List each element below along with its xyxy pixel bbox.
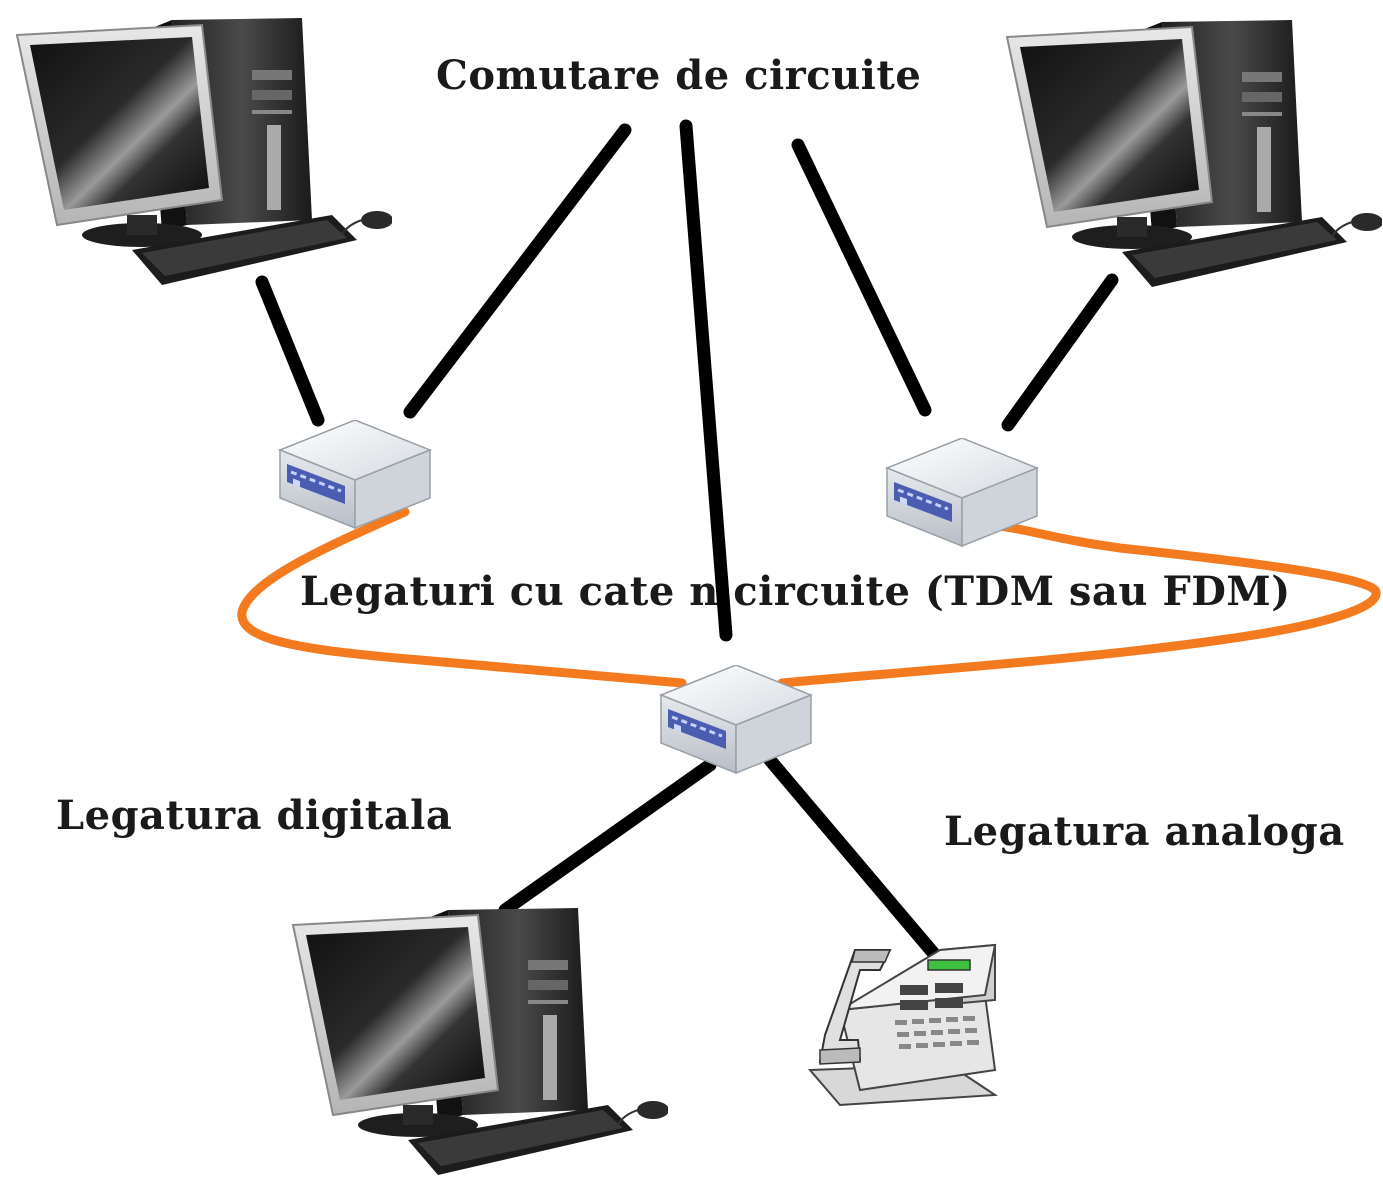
circuit-links-label: Legaturi cu cate n circuite (TDM sau FDM…: [300, 568, 1291, 615]
digital-link-label: Legatura digitala: [56, 792, 453, 839]
link-title-right: [791, 138, 932, 417]
link-switch-phone: [763, 753, 942, 962]
orange-circuit-ring: [237, 507, 1381, 688]
link-title-left: [403, 123, 632, 419]
link-pc-left-switch: [255, 275, 325, 427]
desktop-computer-icon: [16, 17, 392, 286]
link-switch-pc-bottom: [498, 758, 717, 917]
desktop-computer-icon: [1006, 19, 1382, 288]
telephone-icon: [809, 944, 996, 1106]
analog-link-label: Legatura analoga: [944, 808, 1345, 855]
black-links: [255, 119, 1119, 962]
desktop-computer-icon: [292, 907, 668, 1176]
link-title-center: [679, 119, 733, 642]
diagram-title: Comutare de circuite: [436, 52, 922, 99]
link-pc-right-switch: [1001, 273, 1119, 432]
